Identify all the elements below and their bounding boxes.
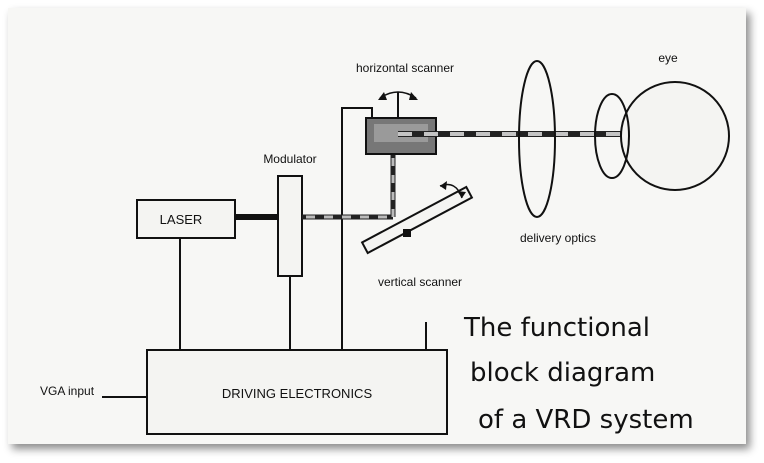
laser-label: LASER — [160, 212, 203, 227]
vscan-arrowhead-1 — [440, 181, 447, 190]
modulator-box — [277, 175, 303, 277]
hscan-arrowhead-1 — [378, 92, 387, 100]
eye-globe — [620, 81, 730, 191]
hscan-arrowhead-2 — [409, 92, 418, 100]
title-line-1: The functional — [463, 313, 650, 343]
laser-box — [136, 199, 236, 239]
title-line-2: block diagram — [470, 358, 655, 388]
scanner-wire — [341, 107, 373, 350]
vertical-scanner-pivot — [403, 229, 411, 237]
vscan-arrowhead-2 — [457, 191, 466, 198]
eye-cornea — [594, 93, 630, 179]
modulator-label: Modulator — [263, 152, 316, 166]
delivery-optics-lens — [518, 60, 556, 218]
delivery-optics-label: delivery optics — [520, 231, 596, 245]
vga-input-label: VGA input — [40, 384, 95, 398]
driving-electronics-box — [146, 349, 448, 435]
driving-electronics-label: DRIVING ELECTRONICS — [222, 386, 373, 401]
horizontal-scanner-label: horizontal scanner — [356, 61, 454, 75]
vertical-scanner-label: vertical scanner — [378, 275, 462, 289]
eye-label: eye — [658, 51, 678, 65]
title-line-3: of a VRD system — [478, 405, 694, 435]
vertical-scanner-mirror — [360, 185, 474, 255]
